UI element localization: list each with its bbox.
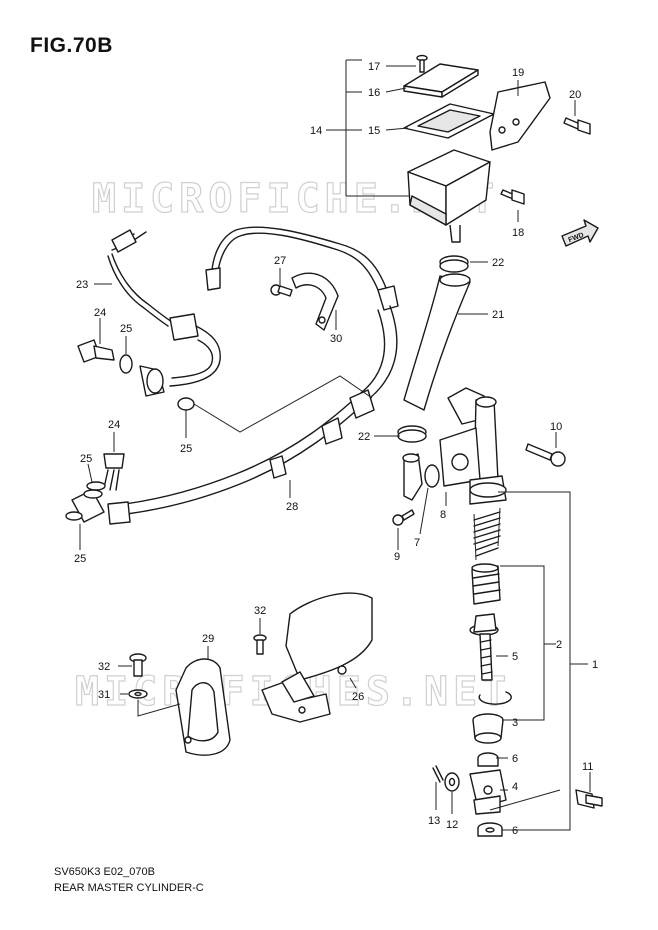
fitting-screw[interactable] [392, 509, 415, 526]
hose-fitting[interactable] [402, 453, 423, 501]
callout-13: 13 [428, 815, 440, 827]
callout-32-left: 32 [98, 661, 110, 673]
body-bolt[interactable] [525, 443, 566, 467]
footer-name: REAR MASTER CYLINDER-C [54, 882, 204, 894]
callout-15: 15 [368, 125, 380, 137]
cotter-pin[interactable] [432, 765, 444, 783]
callout-numbers: 17 16 15 14 19 20 18 22 21 22 10 1 2 3 5… [74, 61, 598, 837]
reservoir-body[interactable] [407, 149, 491, 243]
hose-clamp-upper[interactable] [439, 255, 469, 273]
callout-27: 27 [274, 255, 286, 267]
callout-28: 28 [286, 501, 298, 513]
callout-16: 16 [368, 87, 380, 99]
callout-25-left: 25 [80, 453, 92, 465]
nut-lower[interactable] [477, 822, 503, 837]
callout-8: 8 [440, 509, 446, 521]
callout-5: 5 [512, 651, 518, 663]
boot[interactable] [472, 713, 504, 744]
piston-spring[interactable] [473, 507, 501, 561]
callout-7: 7 [414, 537, 420, 549]
banjo-bolt-lower[interactable] [103, 453, 125, 491]
callout-18: 18 [512, 227, 524, 239]
piston[interactable] [471, 563, 501, 605]
bracket-bolt[interactable] [563, 117, 591, 135]
brake-hose-front[interactable] [107, 229, 221, 397]
callout-22-lower: 22 [358, 431, 370, 443]
guard-washer[interactable] [128, 689, 148, 699]
footer-code: SV650K3 E02_070B [54, 866, 155, 878]
callout-19: 19 [512, 67, 524, 79]
callout-31: 31 [98, 689, 110, 701]
callout-4: 4 [512, 781, 518, 793]
washer-lower-2[interactable] [65, 511, 83, 521]
callout-2: 2 [556, 639, 562, 651]
circlip[interactable] [478, 691, 512, 705]
washer-mid[interactable] [177, 397, 195, 411]
callout-29: 29 [202, 633, 214, 645]
nut-upper[interactable] [477, 752, 499, 767]
heel-guard[interactable] [175, 658, 231, 756]
callout-9: 9 [394, 551, 400, 563]
callout-21: 21 [492, 309, 504, 321]
reservoir-bolt[interactable] [500, 189, 525, 205]
cover-screw-right[interactable] [253, 634, 267, 655]
clevis-pin[interactable] [575, 789, 603, 809]
callout-11: 11 [582, 761, 593, 773]
callout-20: 20 [569, 89, 581, 101]
callout-6-lower: 6 [512, 825, 518, 837]
callout-25-mid: 25 [180, 443, 192, 455]
callout-30: 30 [330, 333, 342, 345]
guard-cover[interactable] [261, 592, 373, 723]
figure-title: FIG.70B [30, 34, 113, 57]
leader-lines [79, 59, 591, 831]
callout-12: 12 [446, 819, 458, 831]
callout-1: 1 [592, 659, 598, 671]
callout-25-upper: 25 [120, 323, 132, 335]
hose-clip-bracket[interactable] [291, 272, 339, 331]
master-cylinder-body[interactable] [439, 387, 507, 505]
washer-upper[interactable] [119, 354, 133, 374]
brake-hose-main[interactable] [71, 226, 399, 525]
callout-25-bottom: 25 [74, 553, 86, 565]
callout-26: 26 [352, 691, 364, 703]
callout-14: 14 [310, 125, 322, 137]
callout-17: 17 [368, 61, 380, 73]
guard-screw[interactable] [129, 653, 147, 677]
push-rod[interactable] [469, 613, 499, 681]
callout-24-upper: 24 [94, 307, 106, 319]
callout-23: 23 [76, 279, 88, 291]
clevis[interactable] [469, 769, 507, 815]
fwd-arrow: FWD [561, 219, 599, 247]
reservoir-cap[interactable] [403, 63, 479, 98]
callout-6-upper: 6 [512, 753, 518, 765]
washer-lower-1[interactable] [83, 481, 106, 499]
callout-22-upper: 22 [492, 257, 504, 269]
reservoir-diaphragm[interactable] [403, 103, 495, 139]
reservoir-hose[interactable] [403, 273, 471, 411]
callout-32-right: 32 [254, 605, 266, 617]
callout-10: 10 [550, 421, 562, 433]
callout-3: 3 [512, 717, 518, 729]
reservoir-cap-screw[interactable] [416, 54, 428, 73]
banjo-bolt-upper[interactable] [77, 339, 115, 363]
o-ring-fitting[interactable] [424, 464, 440, 488]
washer[interactable] [444, 772, 460, 792]
clip-screw[interactable] [270, 284, 293, 297]
reservoir-bracket[interactable] [489, 81, 551, 151]
callout-24-lower: 24 [108, 419, 120, 431]
hose-clamp-lower[interactable] [397, 425, 427, 443]
